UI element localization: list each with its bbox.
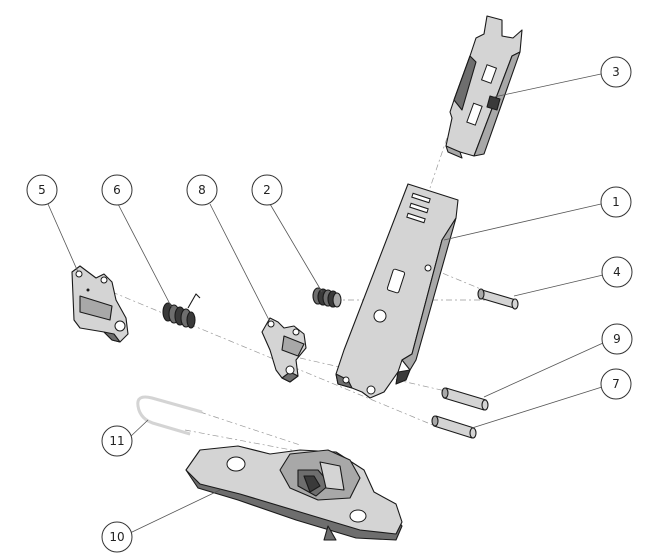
part-2-spring <box>312 287 342 308</box>
part-10-base-plate <box>185 445 403 541</box>
balloon-7: 7 <box>600 368 632 400</box>
balloon-4-label: 4 <box>613 265 621 279</box>
balloon-2-label: 2 <box>263 183 271 197</box>
balloon-10-label: 10 <box>109 530 124 544</box>
balloon-2: 2 <box>251 174 283 206</box>
balloon-8: 8 <box>186 174 218 206</box>
balloon-9-label: 9 <box>613 332 621 346</box>
part-11-u-clip <box>136 395 203 436</box>
balloon-1-label: 1 <box>612 195 620 209</box>
part-5-hinge-plate <box>71 265 129 343</box>
balloon-5-label: 5 <box>38 183 46 197</box>
part-7-pin <box>431 415 477 439</box>
leader-lines <box>47 73 604 534</box>
balloon-8-label: 8 <box>198 183 206 197</box>
balloon-1: 1 <box>600 186 632 218</box>
balloon-4: 4 <box>601 256 633 288</box>
balloon-7-label: 7 <box>612 377 620 391</box>
part-6-torsion-spring <box>162 293 201 329</box>
part-9-pin <box>441 387 489 411</box>
balloon-10: 10 <box>101 521 133 553</box>
balloon-9: 9 <box>601 323 633 355</box>
balloon-3-label: 3 <box>612 65 620 79</box>
part-3-slide <box>445 15 523 159</box>
part-8-middle-bracket <box>261 317 307 383</box>
balloon-3: 3 <box>600 56 632 88</box>
balloon-6-label: 6 <box>113 183 121 197</box>
balloon-11: 11 <box>101 425 133 457</box>
part-1-bracket <box>335 183 459 399</box>
part-4-pin <box>477 288 519 310</box>
balloon-11-label: 11 <box>109 434 124 448</box>
balloon-6: 6 <box>101 174 133 206</box>
balloon-5: 5 <box>26 174 58 206</box>
